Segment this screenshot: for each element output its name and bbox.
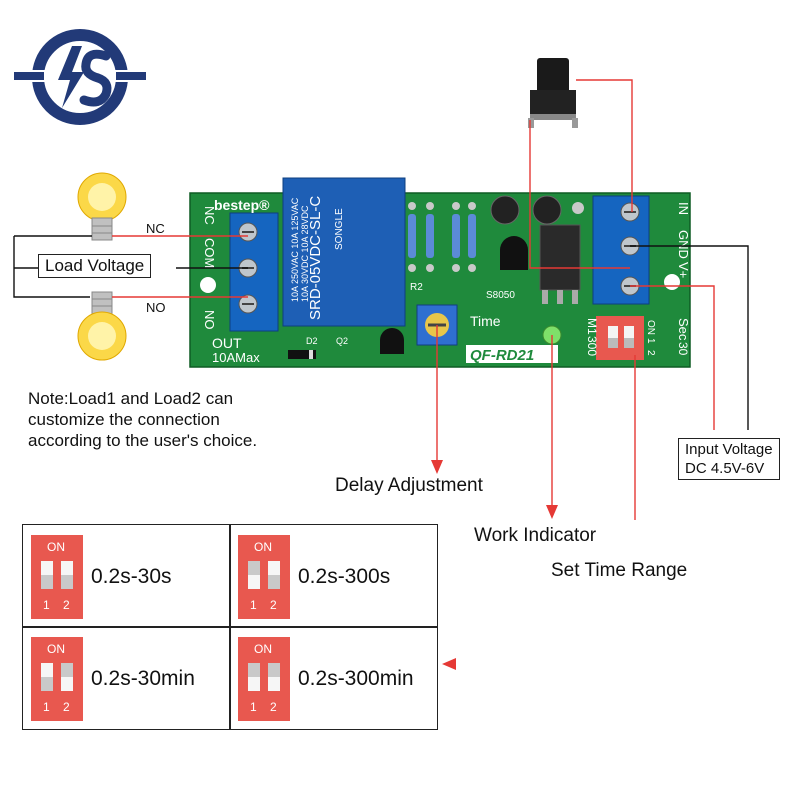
board-q2-label: Q2 [336,336,348,346]
delay-adjustment-label: Delay Adjustment [335,475,483,496]
board-gnd-label: GND [676,230,691,259]
dip-knob [61,575,73,589]
board-dip-30-label: 30 [676,342,690,356]
no-label: NO [146,300,166,315]
board-no-label: NO [202,310,217,330]
dip-number: 2 [270,700,277,714]
dip-number: 1 [250,700,257,714]
output-terminal-block [229,212,279,332]
set-time-range-label: Set Time Range [551,560,688,581]
input-voltage-line1: Input Voltage [685,441,773,458]
relay-brand: SONGLE [334,208,345,250]
regulator [539,224,581,291]
dip-on-label: ON [47,540,65,554]
bulb-nc-icon [77,172,127,241]
board-d2-label: D2 [306,336,318,346]
relay-board-diagram: SRD-05VDC-SL-C 10A 250VAC 10A 125VAC 10A… [13,58,749,520]
board-dip-num-1: 1 [645,338,656,344]
board-out-label: OUT [212,335,242,351]
board-dip-on-label: ON [645,320,656,335]
arrow-down-icon [431,460,443,474]
work-indicator-label: Work Indicator [474,525,597,546]
relay-rating-1: 10A 250VAC 10A 125VAC [290,197,300,302]
board-com-label: COM [202,238,217,268]
input-voltage-line2: DC 4.5V-6V [685,460,765,477]
dip-knob [268,663,280,677]
board-m1-label: M1 [585,318,599,335]
board-vplus-label: V+ [676,262,691,278]
capacitor [532,195,562,225]
dip-number: 2 [63,598,70,612]
push-button-icon [528,58,578,128]
board-time-label: Time [470,313,501,329]
dip-on-label: ON [254,540,272,554]
input-terminal-block [592,195,650,305]
board-dip-switch [596,316,644,360]
resistors [408,202,476,272]
board-dip-num-2: 2 [645,350,656,356]
dip-knob [248,561,260,575]
relay-model: SRD-05VDC-SL-C [307,196,324,320]
nc-label: NC [146,221,165,236]
dip-number: 2 [270,598,277,612]
relay-rating-2: 10A 30VDC 10A 28VDC [300,205,310,302]
dip-number: 1 [43,598,50,612]
dip-knob [61,663,73,677]
note-line: according to the user's choice. [28,431,258,450]
input-voltage-label: Input Voltage DC 4.5V-6V [678,438,780,480]
board-sec-label: Sec [676,318,691,341]
is-logo [10,29,150,125]
note-line: customize the connection [28,410,220,429]
time-range-label: 0.2s-30min [91,667,195,690]
dip-knob [41,575,53,589]
arrow-left-icon [442,658,456,670]
input-wiring [630,245,749,430]
dip-knob [248,663,260,677]
note-line: Note:Load1 and Load2 can [28,389,234,408]
board-nc-label: NC [202,206,217,225]
load-voltage-label: Load Voltage [38,254,152,278]
time-range-label: 0.2s-30s [91,565,172,588]
bulb-no-icon [77,291,127,361]
dip-number: 1 [43,700,50,714]
time-range-label: 0.2s-300min [298,667,414,690]
diode [288,350,316,359]
board-transistor-label: S8050 [486,290,515,301]
board-current-label: 10AMax [212,350,260,365]
dip-knob [268,575,280,589]
dip-number: 2 [63,700,70,714]
dip-on-label: ON [254,642,272,656]
dip-number: 1 [250,598,257,612]
note: Note:Load1 and Load2 can customize the c… [28,388,257,451]
dip-on-label: ON [47,642,65,656]
capacitor [490,195,520,225]
board-in-label: IN [676,202,691,215]
relay: SRD-05VDC-SL-C 10A 250VAC 10A 125VAC 10A… [282,177,406,327]
time-range-label: 0.2s-300s [298,565,391,588]
board-model-label: QF-RD21 [470,347,534,364]
load-wiring [13,235,248,298]
board-brand: bestep® [214,197,270,213]
board-dip-300-label: 300 [585,336,599,356]
red-wiring [112,79,715,520]
dip-knob [41,677,53,691]
board-r2-label: R2 [410,282,423,293]
transistor [500,236,528,270]
arrow-down-icon [546,505,558,519]
